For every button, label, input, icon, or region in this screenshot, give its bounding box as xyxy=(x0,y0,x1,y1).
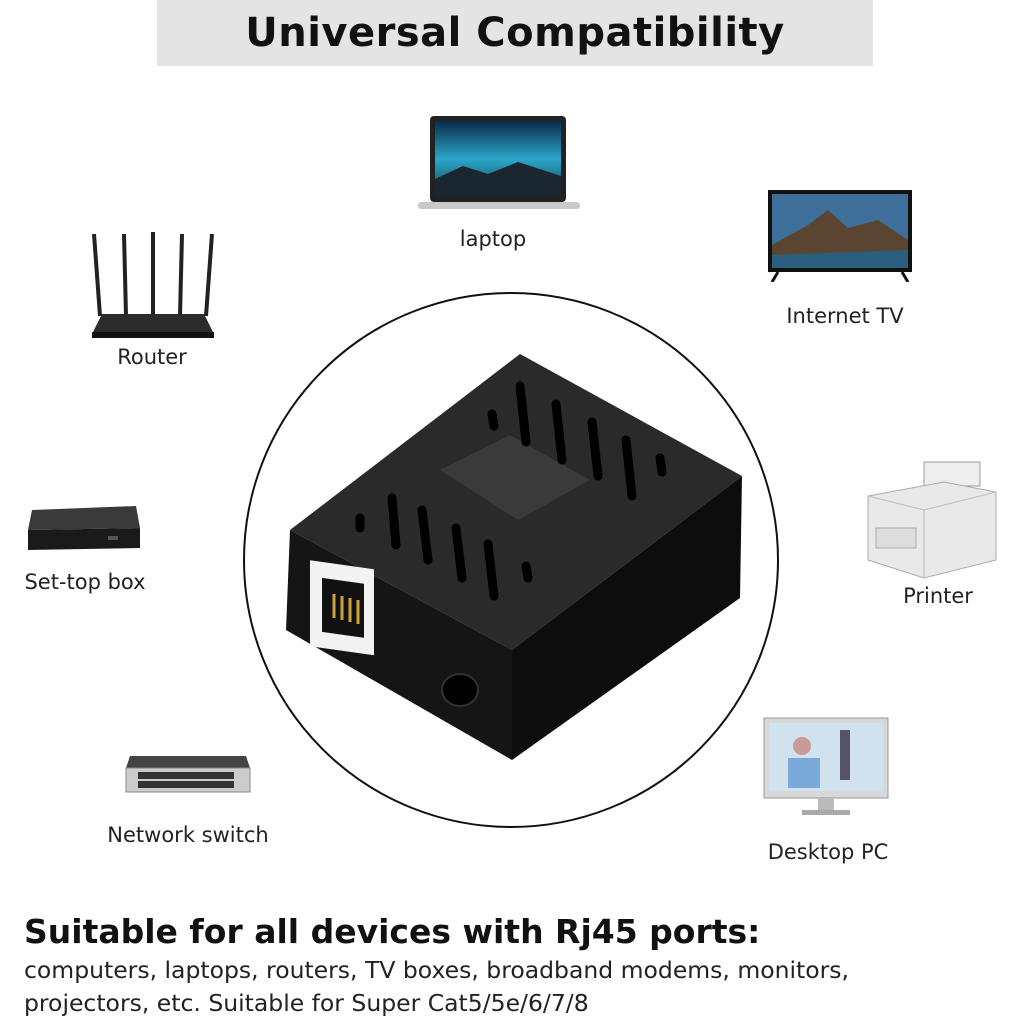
device-label-internet-tv: Internet TV xyxy=(786,304,904,328)
rj45-coupler-product-image xyxy=(286,354,742,760)
laptop-image xyxy=(418,116,580,209)
description-line-2: projectors, etc. Suitable for Super Cat5… xyxy=(24,989,589,1017)
device-label-set-top-box: Set-top box xyxy=(24,570,146,594)
compatibility-description: Suitable for all devices with Rj45 ports… xyxy=(24,910,1014,1020)
device-label-printer: Printer xyxy=(903,584,973,608)
product-circle xyxy=(243,292,779,828)
title-banner: Universal Compatibility xyxy=(157,0,873,66)
description-line-1: computers, laptops, routers, TV boxes, b… xyxy=(24,956,850,984)
set-top-box-image xyxy=(28,506,140,550)
page-title: Universal Compatibility xyxy=(245,10,785,56)
device-label-desktop-pc: Desktop PC xyxy=(767,840,889,864)
description-heading: Suitable for all devices with Rj45 ports… xyxy=(24,912,761,951)
network-switch-image xyxy=(125,756,251,793)
printer-image xyxy=(867,461,997,579)
device-label-laptop: laptop xyxy=(459,227,527,251)
internet-tv-image xyxy=(768,190,912,282)
desktop-pc-image xyxy=(763,717,889,815)
device-label-router: Router xyxy=(117,345,187,369)
router-image xyxy=(92,232,214,338)
device-label-network-switch: Network switch xyxy=(107,823,269,847)
